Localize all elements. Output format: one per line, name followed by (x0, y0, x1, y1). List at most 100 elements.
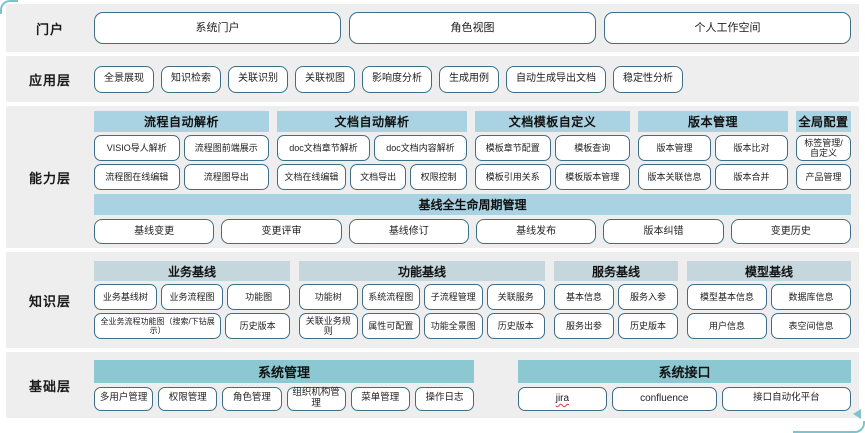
application-item-6[interactable]: 自动生成导出文档 (506, 65, 606, 93)
knowledge-item-3-1-1[interactable]: 表空间信息 (771, 313, 851, 339)
capability-group-doc-template: 文档模板自定义 模板章节配置 模板查询 模板引用关系 模板版本管理 (475, 111, 630, 190)
portal-item-0[interactable]: 系统门户 (94, 12, 341, 44)
capability-group-0-row1: VISIO导人解析 流程图前端展示 (94, 135, 269, 161)
capability-item-3-1-1[interactable]: 版本合并 (715, 164, 788, 190)
page-corner-bottom-right (793, 421, 865, 433)
lifecycle-item-5[interactable]: 变更历史 (730, 219, 851, 244)
lifecycle-item-3[interactable]: 基线发布 (475, 219, 597, 244)
capability-group-2-row2: 模板引用关系 模板版本管理 (475, 164, 630, 190)
capability-item-1-1-2[interactable]: 权限控制 (410, 164, 467, 190)
capability-item-2-1-1[interactable]: 模板版本管理 (554, 164, 630, 190)
capability-item-2-0-1[interactable]: 模板查询 (554, 135, 630, 161)
capability-group-0-header: 流程自动解析 (94, 111, 269, 132)
lifecycle-item-2[interactable]: 基线修订 (348, 219, 469, 244)
capability-group-1-row1: doc文档章节解析 doc文档内容解析 (277, 135, 467, 161)
base-item-1-0[interactable]: jira (518, 386, 607, 411)
knowledge-item-0-1-0[interactable]: 全业务流程功能图（搜索/下钻展示） (94, 313, 222, 339)
knowledge-item-2-0-0[interactable]: 基本信息 (554, 284, 614, 310)
application-item-0[interactable]: 全景展现 (94, 65, 154, 93)
knowledge-group-service: 服务基线 基本信息 服务入参 服务出参 历史版本 (554, 261, 678, 339)
capability-item-3-0-1[interactable]: 版本比对 (715, 135, 788, 161)
base-item-1-1[interactable]: confluence (611, 386, 717, 411)
capability-group-1-header: 文档自动解析 (277, 111, 467, 132)
capability-item-4-1-0[interactable]: 产品管理 (796, 164, 851, 190)
knowledge-group-0-row1: 业务基线树 业务流程图 功能图 (94, 284, 291, 310)
capability-group-4-header: 全局配置 (796, 111, 851, 132)
application-item-3[interactable]: 关联视图 (295, 65, 355, 93)
capability-item-0-1-0[interactable]: 流程图在线编辑 (94, 164, 180, 190)
knowledge-item-0-0-2[interactable]: 功能图 (227, 284, 291, 310)
layer-capability: 能力层 流程自动解析 VISIO导人解析 流程图前端展示 流程图在线编辑 流程图… (6, 106, 859, 248)
knowledge-item-0-0-1[interactable]: 业务流程图 (160, 284, 224, 310)
knowledge-item-0-0-0[interactable]: 业务基线树 (94, 284, 157, 310)
knowledge-item-3-0-1[interactable]: 数据库信息 (771, 284, 851, 310)
capability-groups: 流程自动解析 VISIO导人解析 流程图前端展示 流程图在线编辑 流程图导出 文… (94, 111, 851, 190)
portal-item-1[interactable]: 角色视图 (349, 12, 596, 44)
base-item-0-3[interactable]: 组织机构管理 (286, 386, 346, 411)
layer-base-body: 系统管理 多用户管理 权限管理 角色管理 组织机构管理 菜单管理 操作日志 系统… (94, 356, 859, 415)
capability-item-2-0-0[interactable]: 模板章节配置 (475, 135, 551, 161)
knowledge-item-1-0-1[interactable]: 系统流程图 (361, 284, 420, 310)
lifecycle-item-0[interactable]: 基线变更 (94, 219, 215, 244)
base-group-system-interface: 系统接口 jira confluence 接口自动化平台 (518, 359, 851, 411)
capability-group-flow-parse: 流程自动解析 VISIO导人解析 流程图前端展示 流程图在线编辑 流程图导出 (94, 111, 269, 190)
knowledge-group-2-row1: 基本信息 服务入参 (554, 284, 678, 310)
knowledge-item-2-1-1[interactable]: 历史版本 (618, 313, 678, 339)
base-item-0-5[interactable]: 操作日志 (414, 386, 475, 411)
base-item-0-0[interactable]: 多用户管理 (94, 386, 154, 411)
application-item-1[interactable]: 知识检索 (161, 65, 221, 93)
portal-item-2[interactable]: 个人工作空间 (604, 12, 851, 44)
capability-item-4-0-0[interactable]: 标签管理/自定义 (796, 135, 851, 161)
base-item-0-1[interactable]: 权限管理 (158, 386, 218, 411)
knowledge-item-1-0-2[interactable]: 子流程管理 (424, 284, 483, 310)
capability-lifecycle: 基线全生命周期管理 基线变更 变更评审 基线修订 基线发布 版本纠错 变更历史 (94, 194, 851, 244)
capability-item-3-1-0[interactable]: 版本关联信息 (638, 164, 711, 190)
knowledge-item-1-0-0[interactable]: 功能树 (299, 284, 358, 310)
capability-item-2-1-0[interactable]: 模板引用关系 (475, 164, 551, 190)
knowledge-item-3-0-0[interactable]: 模型基本信息 (687, 284, 767, 310)
knowledge-item-2-0-1[interactable]: 服务入参 (618, 284, 678, 310)
knowledge-group-function: 功能基线 功能树 系统流程图 子流程管理 关联服务 关联业务规则 属性可配置 功… (299, 261, 545, 339)
knowledge-group-3-row1: 模型基本信息 数据库信息 (687, 284, 851, 310)
knowledge-item-1-1-2[interactable]: 功能全景图 (424, 313, 483, 339)
capability-item-1-0-0[interactable]: doc文档章节解析 (277, 135, 370, 161)
capability-item-0-0-0[interactable]: VISIO导人解析 (94, 135, 180, 161)
application-items-row: 全景展现 知识检索 关联识别 关联视图 影响度分析 生成用例 自动生成导出文档 … (94, 65, 851, 93)
knowledge-group-model: 模型基线 模型基本信息 数据库信息 用户信息 表空间信息 (687, 261, 851, 339)
capability-item-3-0-0[interactable]: 版本管理 (638, 135, 711, 161)
capability-item-1-1-0[interactable]: 文档在线编辑 (277, 164, 346, 190)
knowledge-item-1-0-3[interactable]: 关联服务 (486, 284, 545, 310)
knowledge-item-3-1-0[interactable]: 用户信息 (687, 313, 767, 339)
base-group-1-header: 系统接口 (518, 359, 851, 383)
capability-group-4-row1: 标签管理/自定义 (796, 135, 851, 161)
layer-knowledge-label: 知识层 (28, 293, 71, 309)
application-item-2[interactable]: 关联识别 (228, 65, 288, 93)
base-group-system-management: 系统管理 多用户管理 权限管理 角色管理 组织机构管理 菜单管理 操作日志 (94, 359, 475, 411)
base-item-1-2[interactable]: 接口自动化平台 (721, 386, 851, 411)
base-item-0-4[interactable]: 菜单管理 (350, 386, 410, 411)
lifecycle-item-1[interactable]: 变更评审 (221, 219, 342, 244)
capability-item-1-1-1[interactable]: 文档导出 (349, 164, 407, 190)
base-item-0-2[interactable]: 角色管理 (222, 386, 282, 411)
knowledge-item-2-1-0[interactable]: 服务出参 (554, 313, 614, 339)
pointer-arrow-icon (853, 409, 861, 419)
knowledge-item-0-1-1[interactable]: 历史版本 (225, 313, 290, 339)
application-item-4[interactable]: 影响度分析 (362, 65, 432, 93)
lifecycle-item-4[interactable]: 版本纠错 (603, 219, 724, 244)
knowledge-group-1-row1: 功能树 系统流程图 子流程管理 关联服务 (299, 284, 545, 310)
knowledge-item-1-1-1[interactable]: 属性可配置 (361, 313, 420, 339)
capability-item-1-0-1[interactable]: doc文档内容解析 (374, 135, 467, 161)
capability-group-3-header: 版本管理 (638, 111, 788, 132)
page-corner-top-left (0, 0, 18, 14)
capability-item-0-1-1[interactable]: 流程图导出 (183, 164, 269, 190)
application-item-7[interactable]: 稳定性分析 (613, 65, 683, 93)
jira-label: jira (555, 392, 570, 404)
layer-application: 应用层 全景展现 知识检索 关联识别 关联视图 影响度分析 生成用例 自动生成导… (6, 56, 859, 102)
application-item-5[interactable]: 生成用例 (439, 65, 499, 93)
knowledge-item-1-1-3[interactable]: 历史版本 (486, 313, 545, 339)
capability-group-2-header: 文档模板自定义 (475, 111, 630, 132)
layer-portal-body: 系统门户 角色视图 个人工作空间 (94, 12, 859, 44)
knowledge-item-1-1-0[interactable]: 关联业务规则 (299, 313, 358, 339)
capability-item-0-0-1[interactable]: 流程图前端展示 (183, 135, 269, 161)
